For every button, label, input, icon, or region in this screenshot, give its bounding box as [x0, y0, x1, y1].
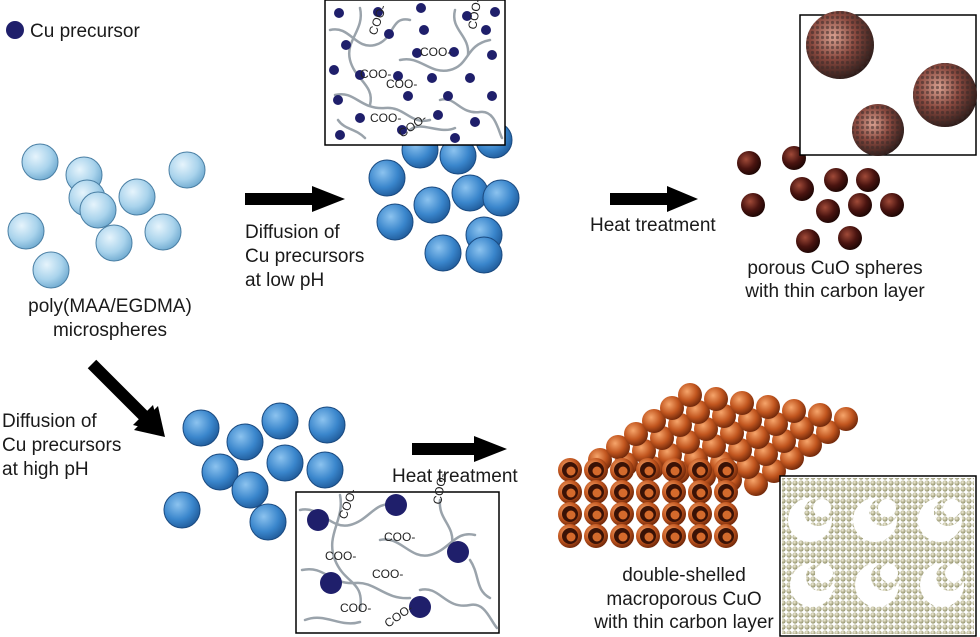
bottom-product-line2: macroporous CuO — [606, 589, 761, 610]
cuo-block-sphere — [678, 383, 702, 407]
top-step1-line3: at low pH — [245, 270, 324, 291]
bottom-step1-line3: at high pH — [2, 459, 89, 480]
cuo-block-inner-shell — [618, 488, 628, 498]
coo-label: COO- — [386, 77, 417, 91]
bottom-step2-label: Heat treatment — [392, 466, 518, 487]
cuo-block-inner-shell — [592, 532, 602, 542]
inset-porous-spheres — [799, 11, 977, 156]
top-product-line2: with thin carbon layer — [744, 281, 925, 302]
cuo-block-inner-shell — [566, 532, 576, 542]
cuo-block-inner-shell — [644, 510, 654, 520]
cuo-block-sphere — [660, 396, 684, 420]
cuo-block-inner-shell — [670, 532, 680, 542]
inset-high-ph: COO- COO- COO- COO- COO- COO- COO- — [295, 472, 500, 634]
bottom-step1-line1: Diffusion of — [2, 411, 97, 432]
cuo-block-inner-shell — [670, 466, 680, 476]
cuo-block-inner-shell — [592, 488, 602, 498]
macroporous-cuo-block — [558, 383, 858, 548]
cuo-block-inner-shell — [566, 510, 576, 520]
cuo-block-sphere — [624, 422, 648, 446]
cuo-block-sphere — [606, 435, 630, 459]
top-product-line1: porous CuO spheres — [747, 258, 922, 279]
bottom-step1-line2: Cu precursors — [2, 435, 121, 456]
cuo-block-inner-shell — [670, 488, 680, 498]
start-label-line1: poly(MAA/EGDMA) — [28, 296, 192, 317]
cuo-block-inner-shell — [592, 466, 602, 476]
cuo-block-inner-shell — [670, 510, 680, 520]
top-arrow-2 — [610, 186, 698, 212]
cuo-block-inner-shell — [722, 488, 732, 498]
top-arrow-1 — [245, 186, 345, 212]
inset-double-shell — [779, 475, 977, 637]
start-label-line2: microspheres — [53, 320, 167, 341]
top-step1-line1: Diffusion of — [245, 222, 340, 243]
coo-label: COO- — [420, 45, 451, 59]
cuo-block-inner-shell — [618, 466, 628, 476]
cuo-block-inner-shell — [618, 510, 628, 520]
cuo-block-inner-shell — [644, 466, 654, 476]
top-step2-label: Heat treatment — [590, 215, 716, 236]
cuo-block-sphere — [756, 395, 780, 419]
coo-label: COO- — [370, 111, 401, 125]
cuo-block-inner-shell — [722, 532, 732, 542]
cuo-block-inner-shell — [722, 466, 732, 476]
loaded-spheres-bottom — [163, 402, 346, 541]
cuo-block-inner-shell — [696, 532, 706, 542]
cuo-block-inner-shell — [566, 488, 576, 498]
cuo-block-sphere — [808, 403, 832, 427]
cuo-block-inner-shell — [618, 532, 628, 542]
legend-label: Cu precursor — [30, 21, 140, 42]
legend-precursor-dot — [6, 21, 24, 39]
bottom-product-line1: double-shelled — [622, 565, 746, 586]
cuo-block-inner-shell — [644, 488, 654, 498]
cuo-block-inner-shell — [566, 466, 576, 476]
top-step1-line2: Cu precursors — [245, 246, 364, 267]
cuo-block-sphere — [704, 387, 728, 411]
cuo-block-sphere — [642, 409, 666, 433]
coo-label: COO- — [465, 0, 484, 31]
coo-label: COO- — [372, 567, 403, 581]
starting-microspheres — [7, 143, 206, 289]
cuo-block-inner-shell — [696, 510, 706, 520]
bottom-arrow — [412, 436, 507, 462]
cuo-block-inner-shell — [722, 510, 732, 520]
cuo-block-inner-shell — [644, 532, 654, 542]
diagonal-arrow — [87, 359, 165, 437]
cuo-block-inner-shell — [696, 466, 706, 476]
coo-label: COO- — [430, 472, 449, 505]
coo-label: COO- — [340, 601, 371, 615]
coo-label: COO- — [360, 67, 391, 81]
coo-label: COO- — [384, 530, 415, 544]
coo-label: COO- — [325, 549, 356, 563]
cuo-block-sphere — [834, 407, 858, 431]
cuo-block-inner-shell — [592, 510, 602, 520]
legend: Cu precursor — [6, 21, 140, 42]
cuo-block-sphere — [730, 391, 754, 415]
cuo-block-inner-shell — [696, 488, 706, 498]
inset-low-ph: COO- COO- COO- COO- COO- COO- COO- — [324, 0, 506, 146]
cuo-block-sphere — [782, 399, 806, 423]
cuo-spheres-top — [737, 146, 904, 253]
bottom-product-line3: with thin carbon layer — [593, 612, 774, 633]
